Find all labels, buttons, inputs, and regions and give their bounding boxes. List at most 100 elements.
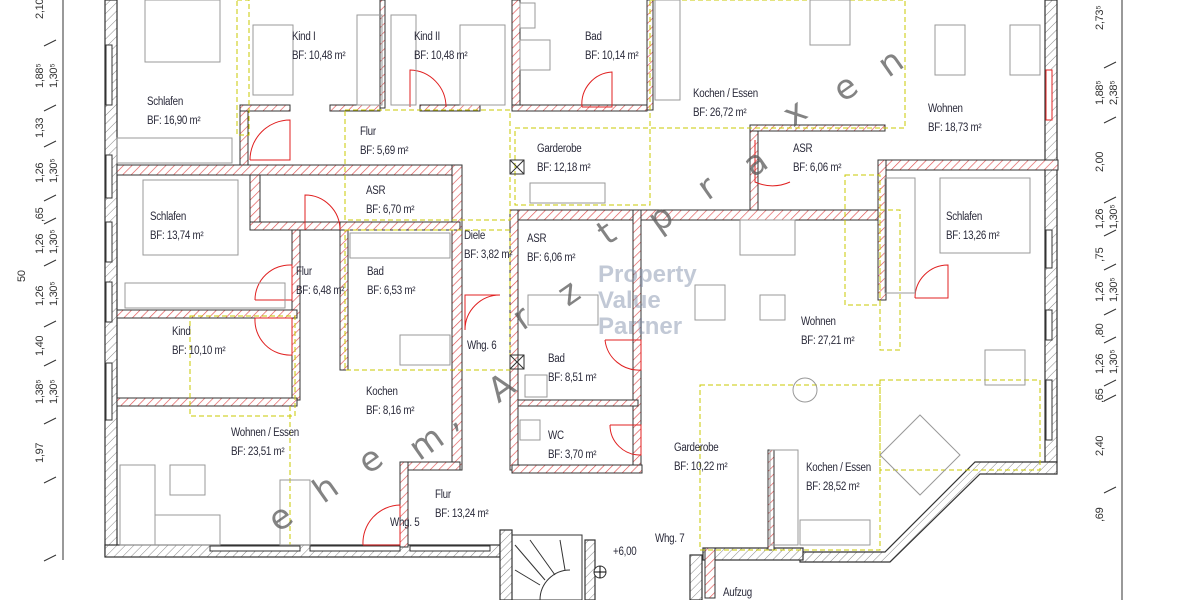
room-area: BF: 6,48 m² [296, 285, 345, 297]
dimension-total: 50 [16, 270, 28, 282]
room-name: Kochen [366, 386, 398, 398]
dimension-label: 1,26 [34, 162, 46, 183]
room-area: BF: 27,21 m² [801, 335, 855, 347]
dimension-tick [1103, 486, 1117, 494]
room-name: Flur [296, 266, 312, 278]
room-area: BF: 10,22 m² [674, 461, 728, 473]
dimension-tick [43, 476, 57, 484]
room-name: Kochen / Essen [806, 462, 871, 474]
room-area: BF: 3,70 m² [548, 449, 597, 461]
room-name: WC [548, 430, 564, 442]
dimension-label: 2,38⁵ [1108, 80, 1120, 105]
staircase [511, 534, 607, 600]
dimension-label: ,65 [1094, 388, 1106, 403]
dimension-label: 1,88⁵ [34, 63, 46, 88]
dimension-line-left [43, 0, 64, 562]
dimension-tick [43, 217, 57, 225]
room-area: BF: 5,69 m² [360, 145, 409, 157]
windows [105, 44, 1053, 552]
room-name: Kind [172, 326, 191, 338]
room-area: BF: 23,51 m² [231, 446, 285, 458]
room-area: BF: 6,53 m² [367, 285, 416, 297]
dimension-label: ,75 [1094, 247, 1106, 262]
dimension-tick [1103, 61, 1117, 69]
dimension-tick [1103, 308, 1117, 316]
room-name: Schlafen [150, 211, 187, 223]
room-area: BF: 10,10 m² [172, 345, 226, 357]
dimension-tick [43, 417, 57, 425]
dimension-label: 1,30⁵ [48, 158, 60, 183]
room-name: ASR [366, 185, 386, 197]
room-name: Garderobe [674, 442, 719, 454]
dimension-label: 2,00 [1094, 151, 1106, 172]
dimension-tick [1103, 379, 1117, 387]
watermark-logo-line: Value [598, 287, 661, 314]
room-name: Flur [360, 126, 376, 138]
dimension-tick [43, 320, 57, 328]
dimension-tick [1103, 229, 1117, 237]
unit-label: Whg. 6 [467, 340, 497, 352]
dimension-label: 1,88⁵ [1094, 80, 1106, 105]
dimension-label: 1,33 [34, 117, 46, 138]
shafts [509, 159, 525, 370]
room-area: BF: 10,14 m² [585, 50, 639, 62]
watermark-logo-line: Property [598, 261, 697, 288]
room-area: BF: 10,48 m² [414, 50, 468, 62]
room-name: Wohnen / Essen [231, 427, 299, 439]
dimension-label: ,65 [34, 207, 46, 222]
dimension-label: 1,30⁵ [48, 63, 60, 88]
dimension-tick [1103, 263, 1117, 271]
dimension-label: 1,26 [1094, 208, 1106, 229]
dimension-label: 2,10 [34, 0, 46, 19]
room-name: Bad [548, 353, 565, 365]
room-name: Wohnen [801, 316, 836, 328]
room-name: Bad [367, 266, 384, 278]
dimension-tick [43, 554, 57, 562]
dimension-tick [43, 359, 57, 367]
dimension-tick [1103, 336, 1117, 344]
room-area: BF: 13,24 m² [435, 508, 489, 520]
dimension-label: 1,30⁵ [1108, 349, 1120, 374]
room-name: Diele [464, 230, 486, 242]
watermark-logo-line: Partner [598, 313, 683, 340]
room-area: BF: 16,90 m² [147, 115, 201, 127]
room-area: BF: 6,70 m² [366, 204, 415, 216]
room-name: Kochen / Essen [693, 88, 758, 100]
dimension-tick [43, 259, 57, 267]
dimension-label: 1,26 [34, 285, 46, 306]
dimension-tick [1103, 116, 1117, 124]
room-name: Wohnen [928, 103, 963, 115]
dimension-label: 1,30⁵ [48, 379, 60, 404]
room-area: BF: 3,82 m² [464, 249, 513, 261]
room-area: BF: 13,74 m² [150, 230, 204, 242]
dimension-tick [43, 194, 57, 202]
dimension-label: 1,26 [1094, 353, 1106, 374]
room-area: BF: 26,72 m² [693, 107, 747, 119]
room-name: ASR [527, 233, 547, 245]
room-name: Bad [585, 31, 602, 43]
unit-label: Whg. 5 [390, 517, 420, 529]
room-area: BF: 6,06 m² [527, 252, 576, 264]
dimension-tick [43, 104, 57, 112]
room-area: BF: 8,51 m² [548, 372, 597, 384]
dimension-label: 1,26 [1094, 281, 1106, 302]
